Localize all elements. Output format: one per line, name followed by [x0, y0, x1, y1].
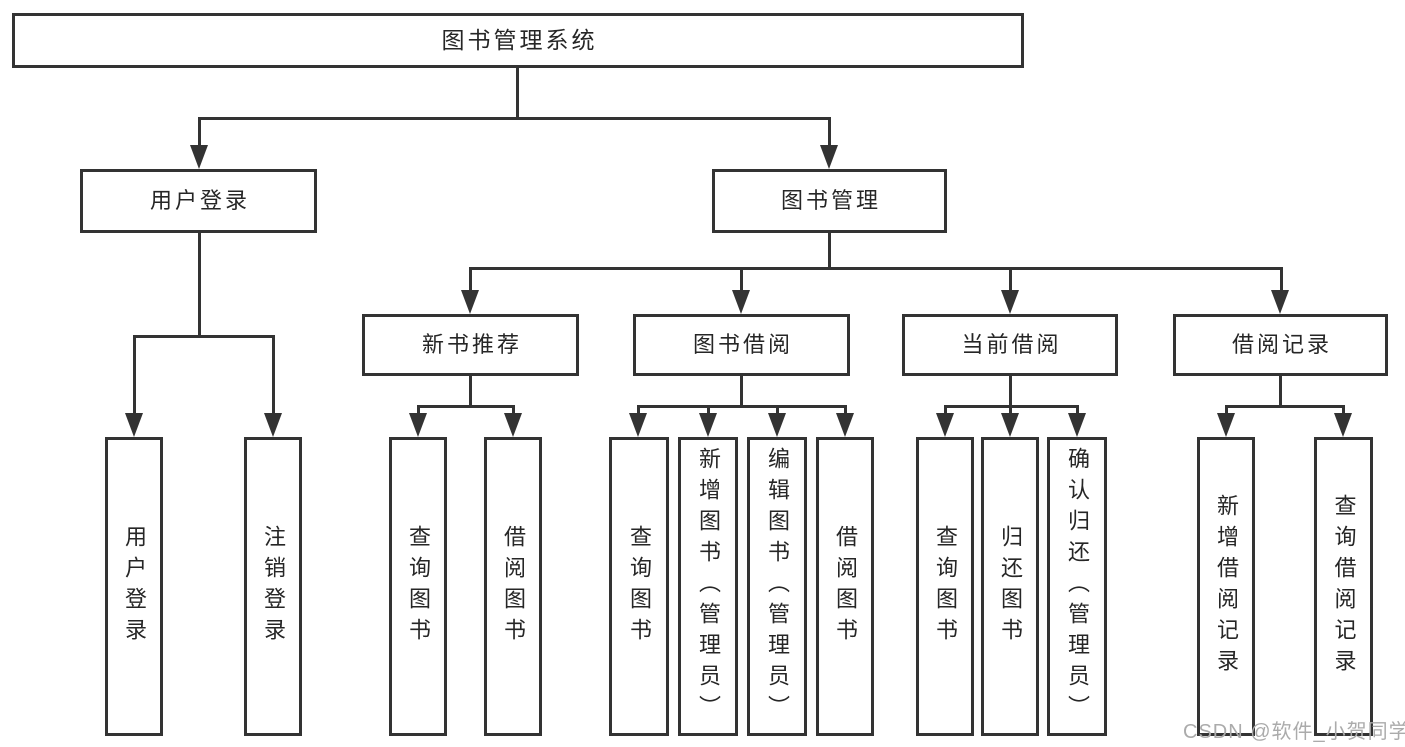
connector-line	[512, 405, 515, 415]
connector-line	[1279, 376, 1282, 407]
node-current-borrow: 当前借阅	[902, 314, 1118, 376]
connector-arrowhead	[125, 413, 143, 437]
connector-line	[740, 267, 743, 293]
connector-arrowhead	[699, 413, 717, 437]
connector-line	[469, 267, 1283, 270]
connector-line	[776, 405, 779, 415]
connector-line	[133, 335, 136, 415]
connector-line	[198, 117, 201, 150]
connector-line	[637, 405, 640, 415]
leaf-label: 编辑图书（管理员）	[765, 447, 790, 726]
leaf-label: 新增借阅记录	[1214, 493, 1239, 680]
node-book-borrow: 图书借阅	[633, 314, 850, 376]
leaf-logout: 注销登录	[244, 437, 302, 736]
connector-arrowhead	[461, 290, 479, 314]
connector-line	[1225, 405, 1228, 415]
connector-arrowhead	[1068, 413, 1086, 437]
connector-line	[133, 335, 275, 338]
leaf-current-confirm-return-admin: 确认归还（管理员）	[1047, 437, 1107, 736]
leaf-user-login: 用户登录	[105, 437, 163, 736]
leaf-label: 归还图书	[998, 524, 1023, 649]
node-label: 当前借阅	[961, 332, 1062, 357]
connector-arrowhead	[1334, 413, 1352, 437]
connector-arrowhead	[1001, 290, 1019, 314]
connector-arrowhead	[409, 413, 427, 437]
leaf-label: 确认归还（管理员）	[1065, 447, 1090, 726]
leaf-borrow-edit-book-admin: 编辑图书（管理员）	[747, 437, 807, 736]
connector-line	[417, 405, 420, 415]
leaf-borrow-query-book: 查询图书	[609, 437, 669, 736]
leaf-label: 查询借阅记录	[1331, 493, 1357, 680]
leaf-recommend-query-book: 查询图书	[389, 437, 447, 736]
connector-line	[707, 405, 710, 415]
connector-arrowhead	[732, 290, 750, 314]
node-label: 图书管理系统	[441, 27, 598, 53]
connector-line	[198, 233, 201, 337]
leaf-borrow-add-book-admin: 新增图书（管理员）	[678, 437, 738, 736]
node-library-management-system: 图书管理系统	[12, 13, 1024, 68]
connector-line	[828, 117, 831, 150]
node-label: 新书推荐	[421, 332, 522, 357]
connector-arrowhead	[820, 145, 838, 169]
connector-line	[469, 267, 472, 293]
connector-line	[1009, 267, 1012, 293]
connector-line	[272, 335, 275, 415]
connector-line	[198, 117, 831, 120]
leaf-records-add-record: 新增借阅记录	[1197, 437, 1255, 736]
csdn-watermark: CSDN @软件_小贺同学	[1183, 721, 1405, 743]
leaf-label: 借阅图书	[833, 524, 858, 649]
connector-arrowhead	[836, 413, 854, 437]
connector-arrowhead	[936, 413, 954, 437]
connector-line	[637, 405, 847, 408]
leaf-current-return-book: 归还图书	[981, 437, 1039, 736]
connector-arrowhead	[190, 145, 208, 169]
connector-arrowhead	[768, 413, 786, 437]
connector-line	[1009, 376, 1012, 407]
leaf-label: 新增图书（管理员）	[696, 447, 721, 726]
node-borrow-records: 借阅记录	[1173, 314, 1388, 376]
connector-arrowhead	[1271, 290, 1289, 314]
connector-line	[1280, 267, 1283, 293]
node-label: 图书管理	[780, 188, 881, 213]
connector-line	[1342, 405, 1345, 415]
node-label: 图书借阅	[692, 332, 793, 357]
node-label: 借阅记录	[1231, 332, 1332, 357]
connector-line	[828, 233, 831, 269]
connector-arrowhead	[264, 413, 282, 437]
connector-line	[1009, 405, 1012, 415]
leaf-label: 注销登录	[261, 524, 286, 649]
leaf-label: 借阅图书	[501, 524, 526, 649]
connector-line	[740, 376, 743, 407]
leaf-label: 查询图书	[627, 524, 652, 649]
connector-line	[516, 68, 519, 119]
connector-line	[944, 405, 947, 415]
leaf-borrow-borrow-book: 借阅图书	[816, 437, 874, 736]
connector-arrowhead	[504, 413, 522, 437]
node-book-management: 图书管理	[712, 169, 947, 233]
connector-arrowhead	[629, 413, 647, 437]
connector-arrowhead	[1217, 413, 1235, 437]
connector-arrowhead	[1001, 413, 1019, 437]
leaf-label: 查询图书	[406, 524, 431, 649]
leaf-current-query-book: 查询图书	[916, 437, 974, 736]
leaf-label: 查询图书	[933, 524, 958, 649]
node-label: 用户登录	[149, 188, 250, 213]
connector-line	[417, 405, 515, 408]
leaf-recommend-borrow-book: 借阅图书	[484, 437, 542, 736]
node-user-login: 用户登录	[80, 169, 317, 233]
connector-line	[1076, 405, 1079, 415]
leaf-label: 用户登录	[122, 524, 147, 649]
connector-line	[1225, 405, 1345, 408]
connector-line	[469, 376, 472, 407]
node-new-book-recommend: 新书推荐	[362, 314, 579, 376]
leaf-records-query-record: 查询借阅记录	[1314, 437, 1373, 736]
connector-line	[844, 405, 847, 415]
